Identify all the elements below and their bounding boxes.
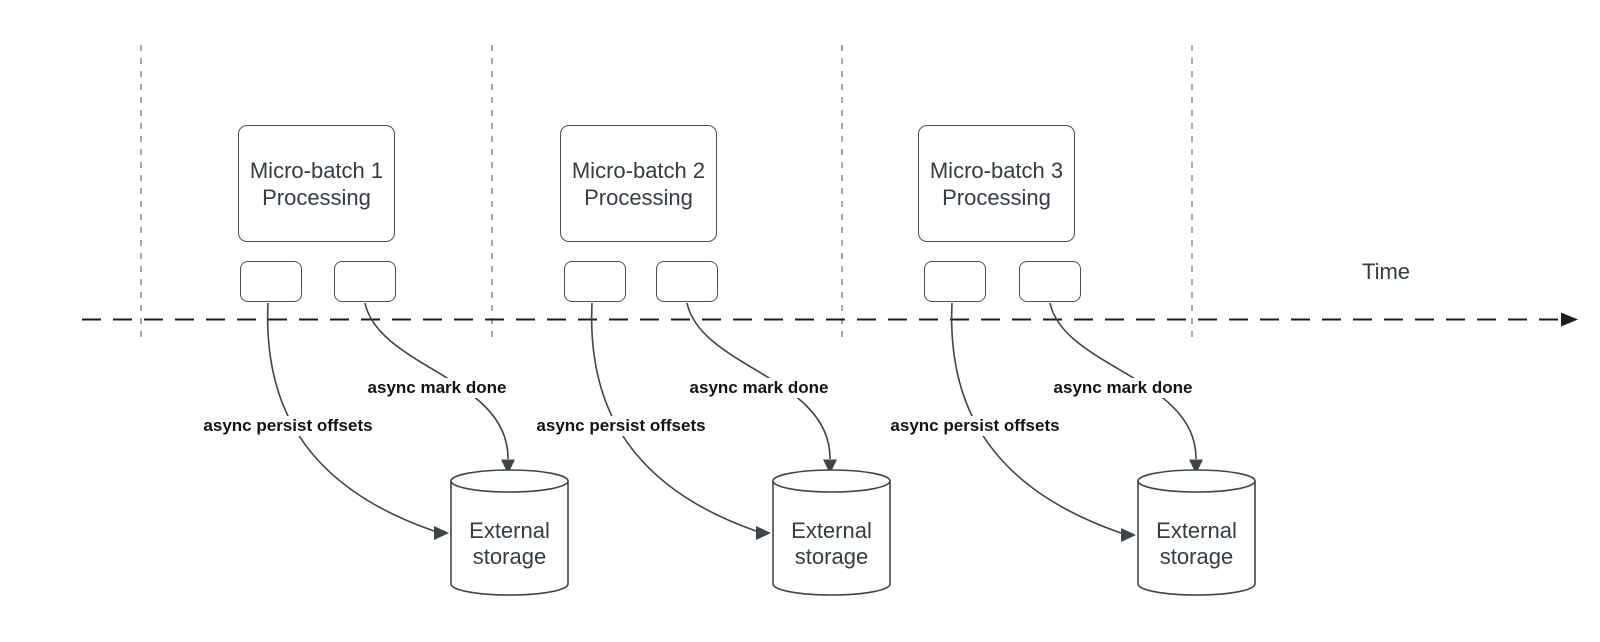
micro-batch-2-title-line2: Processing — [584, 184, 693, 210]
micro-batch-2-title-line1: Micro-batch 2 — [571, 157, 706, 183]
persist-offsets-arrowhead-icon-2 — [756, 526, 771, 540]
mark-done-label-3: async mark done — [1049, 378, 1197, 398]
micro-batch-1-processing-box: Micro-batch 1 Processing — [238, 125, 395, 242]
mark-done-arrow-1 — [364, 302, 509, 460]
external-storage-label-1-line2: storage — [472, 544, 547, 569]
mark-done-arrow-3 — [1049, 302, 1197, 460]
micro-batch-1-title-line2: Processing — [262, 184, 371, 210]
external-storage-label-2-line1: External — [791, 518, 872, 543]
offset-task-box-1 — [240, 261, 302, 302]
external-storage-label-3: External storage — [1138, 518, 1255, 570]
time-axis-label: Time — [1361, 259, 1411, 284]
micro-batch-2-processing-box: Micro-batch 2 Processing — [560, 125, 717, 242]
external-storage-cylinder-3 — [1137, 469, 1256, 596]
persist-offsets-label-3: async persist offsets — [886, 416, 1064, 436]
external-storage-cylinder-1 — [450, 469, 569, 596]
external-storage-label-1-line1: External — [469, 518, 550, 543]
external-storage-label-1: External storage — [451, 518, 568, 570]
persist-offsets-label-1: async persist offsets — [199, 416, 377, 436]
done-task-box-2 — [656, 261, 718, 302]
offset-task-box-2 — [564, 261, 626, 302]
mark-done-label-1: async mark done — [363, 378, 511, 398]
mark-done-arrowhead-icon-1 — [501, 459, 515, 474]
external-storage-label-2: External storage — [773, 518, 890, 570]
mark-done-arrowhead-icon-3 — [1189, 459, 1203, 474]
mark-done-arrow-2 — [686, 302, 831, 460]
done-task-box-1 — [334, 261, 396, 302]
external-storage-cylinder-2 — [772, 469, 891, 596]
micro-batch-3-title-line2: Processing — [942, 184, 1051, 210]
external-storage-label-3-line1: External — [1156, 518, 1237, 543]
persist-offsets-label-2: async persist offsets — [532, 416, 710, 436]
done-task-box-3 — [1019, 261, 1081, 302]
offset-task-box-3 — [924, 261, 986, 302]
external-storage-label-3-line2: storage — [1159, 544, 1234, 569]
time-axis-arrowhead-icon — [1561, 312, 1578, 327]
mark-done-arrowhead-icon-2 — [823, 459, 837, 474]
micro-batch-1-title-line1: Micro-batch 1 — [249, 157, 384, 183]
micro-batch-3-title-line1: Micro-batch 3 — [929, 157, 1064, 183]
micro-batch-3-processing-box: Micro-batch 3 Processing — [918, 125, 1075, 242]
external-storage-label-2-line2: storage — [794, 544, 869, 569]
persist-offsets-arrowhead-icon-1 — [434, 526, 449, 540]
persist-offsets-arrowhead-icon-3 — [1121, 528, 1136, 542]
mark-done-label-2: async mark done — [685, 378, 833, 398]
